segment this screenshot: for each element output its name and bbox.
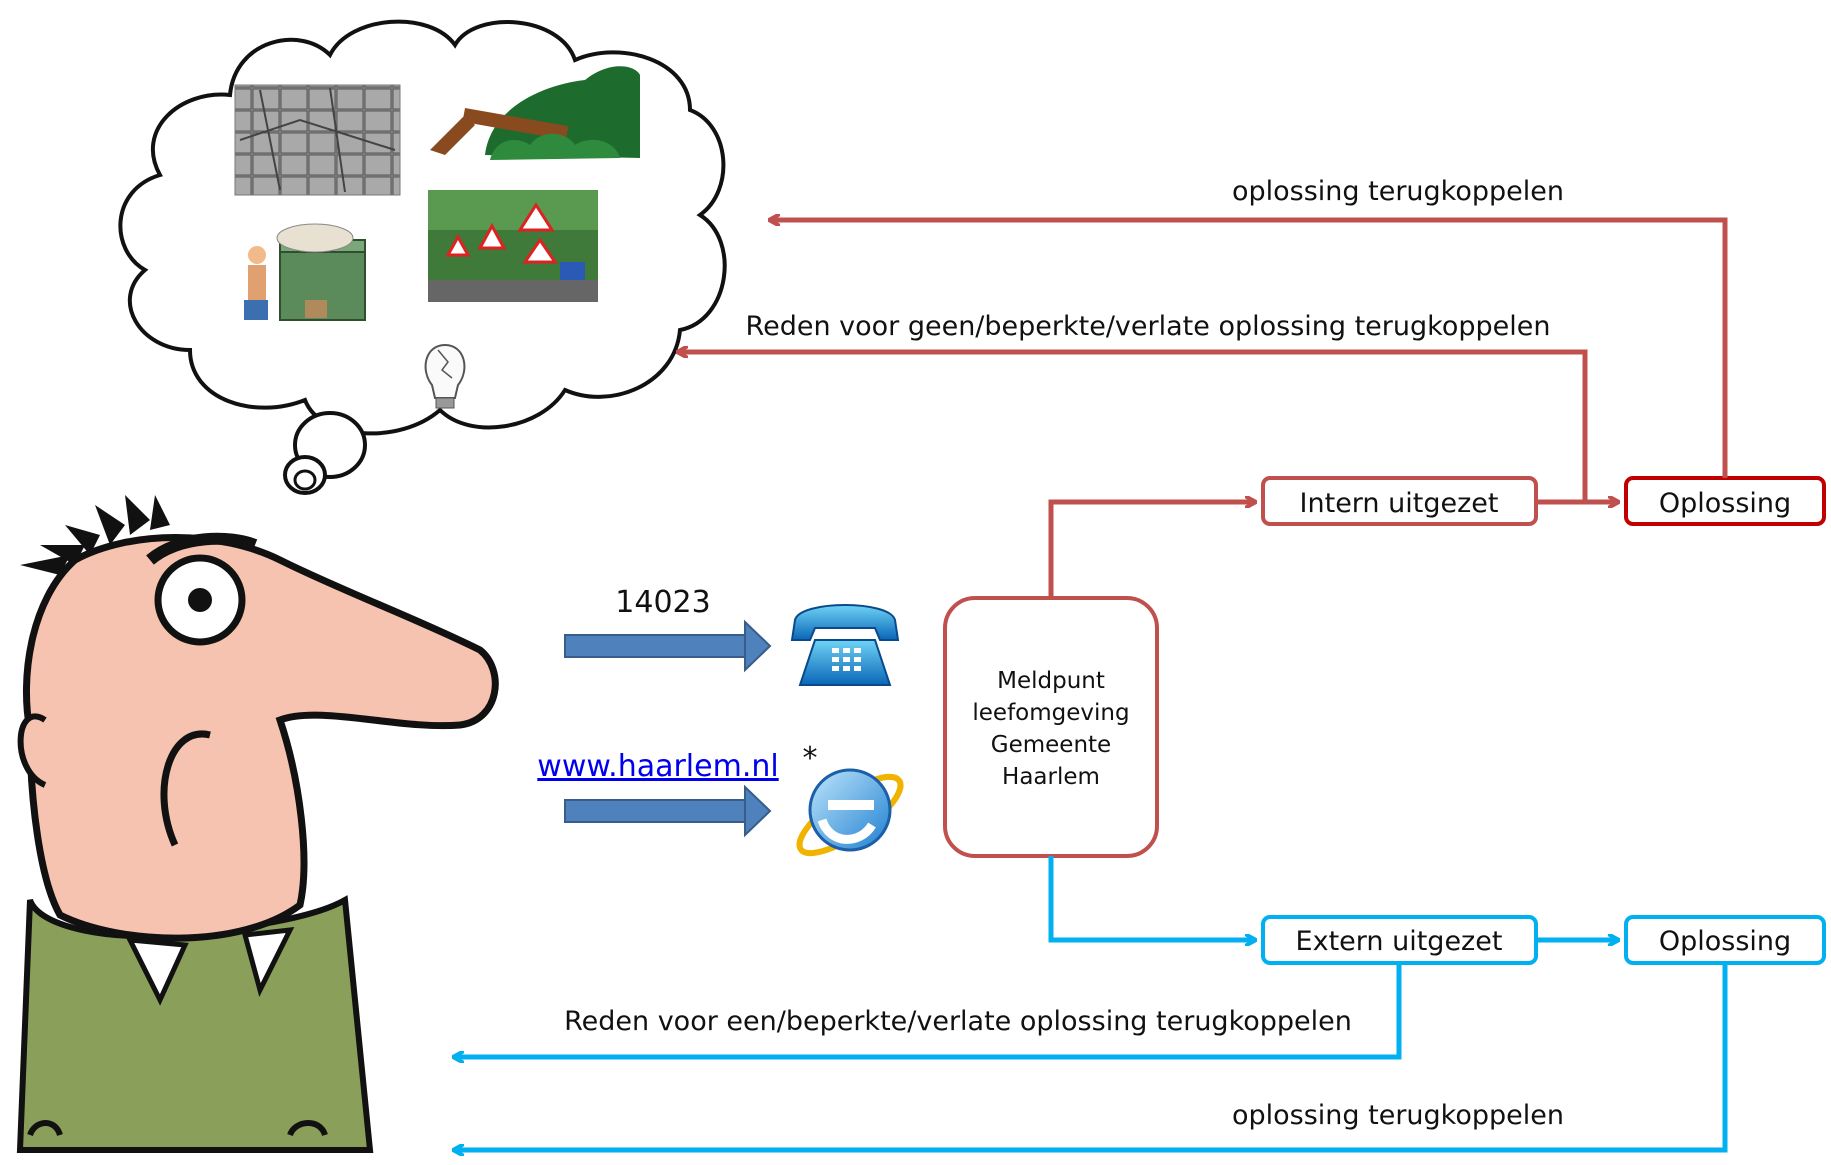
- red-feedback-solution-label: oplossing terugkoppelen: [1232, 176, 1564, 207]
- thought-bubble: [118, 19, 727, 495]
- blue-feedback-solution-label: oplossing terugkoppelen: [1232, 1100, 1564, 1131]
- intern-uitgezet-label: Intern uitgezet: [1300, 488, 1499, 519]
- website-asterisk: *: [803, 741, 818, 776]
- ear: [17, 713, 47, 788]
- traffic-signs-photo: [428, 190, 598, 302]
- red-path: Intern uitgezet Oplossing oplossing teru…: [678, 176, 1826, 598]
- red-feedback-reason-arrow: [678, 352, 1588, 502]
- blue-oplossing-label: Oplossing: [1659, 926, 1791, 957]
- pupil: [188, 588, 212, 612]
- head: [22, 534, 499, 942]
- phone-number-label: 14023: [615, 585, 710, 620]
- hand-right: [287, 1120, 328, 1137]
- eyebrow: [146, 532, 258, 565]
- internet-explorer-icon: [796, 768, 904, 857]
- broken-lightbulb-icon: [424, 343, 466, 409]
- channel-arrows: 14023 www.haarlem.nl *: [537, 585, 904, 857]
- website-link[interactable]: www.haarlem.nl: [537, 749, 778, 784]
- phone-channel-arrow: [564, 619, 772, 673]
- cartoon-man-illustration: [16, 495, 499, 1153]
- red-feedback-solution-arrow: [770, 220, 1728, 478]
- red-oplossing-label: Oplossing: [1659, 488, 1791, 519]
- collar-left: [125, 937, 189, 1006]
- blue-feedback-reason-label: Reden voor een/beperkte/verlate oplossin…: [564, 1006, 1352, 1037]
- extern-uitgezet-label: Extern uitgezet: [1296, 926, 1503, 957]
- overflowing-dumpster-icon: [244, 223, 366, 321]
- blue-path: Extern uitgezet Oplossing Reden voor een…: [454, 856, 1826, 1150]
- collar-right: [241, 927, 295, 997]
- mouth: [160, 730, 211, 847]
- red-arrow-meldpunt-to-intern: [1048, 502, 1255, 598]
- meldpunt-line-3: Gemeente: [991, 732, 1111, 758]
- paving-stones-photo: [234, 84, 401, 196]
- fallen-tree-icon: [430, 66, 640, 160]
- blue-arrow-meldpunt-to-extern: [1048, 856, 1255, 940]
- hair: [20, 495, 170, 575]
- hand-left: [27, 1120, 63, 1137]
- meldpunt-line-2: leefomgeving: [972, 700, 1129, 726]
- telephone-icon: [790, 604, 900, 686]
- meldpunt-line-1: Meldpunt: [997, 668, 1105, 694]
- web-channel-arrow: [564, 784, 772, 838]
- meldpunt-box: Meldpunt leefomgeving Gemeente Haarlem: [943, 596, 1159, 858]
- thought-bubble-small-3: [293, 469, 317, 491]
- meldpunt-line-4: Haarlem: [1002, 764, 1100, 790]
- blue-feedback-reason-arrow: [454, 963, 1402, 1057]
- blue-feedback-solution-arrow: [454, 963, 1728, 1150]
- red-feedback-reason-label: Reden voor geen/beperkte/verlate oplossi…: [746, 311, 1551, 342]
